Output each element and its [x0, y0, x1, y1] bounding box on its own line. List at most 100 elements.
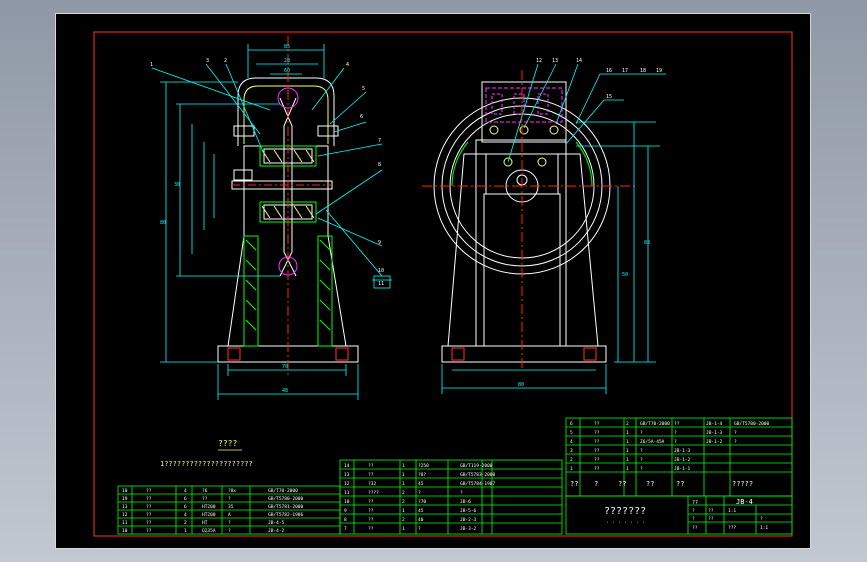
cad-viewport[interactable]: 85 28 60 80 30 70 48 1 3 2 4 5 6 7 8 9 1…: [55, 13, 811, 549]
left-leaders: [151, 63, 392, 289]
table-cell: GB/T5782-1986: [268, 512, 304, 518]
balloon: 7: [378, 138, 381, 144]
table-cell: 1: [570, 466, 573, 472]
table-cell: GB/T5783-2000: [460, 472, 496, 478]
table-cell: 1: [402, 481, 405, 487]
parts-table-mid: [339, 459, 563, 535]
table-cell: ??: [368, 517, 374, 523]
table-cell: 1: [184, 528, 187, 534]
table-cell: 1: [402, 472, 405, 478]
table-cell: HT: [202, 520, 208, 526]
drawing-name-sub: · · · · · · ·: [606, 520, 645, 526]
balloon: 5: [362, 86, 365, 92]
balloon: 14: [576, 58, 582, 64]
right-base-plate: [441, 345, 607, 363]
table-cell: ??: [368, 499, 374, 505]
table-cell: 1: [402, 508, 405, 514]
header-cell: ?: [594, 480, 598, 488]
table-cell: JB-1-3: [706, 430, 723, 436]
table-cell: GB/T70-2000: [640, 421, 670, 427]
table-cell: 13: [122, 504, 128, 510]
table-cell: ?: [674, 439, 677, 445]
right-dimensions: [441, 121, 660, 394]
right-leaders: [507, 63, 666, 163]
balloon: 8: [378, 162, 381, 168]
table-cell: 1: [626, 457, 629, 463]
technical-notes: ???? 1?????????????????????: [160, 439, 253, 468]
table-cell: ??: [146, 520, 152, 526]
tb-cell: ??: [692, 525, 698, 531]
dim-label: 80: [518, 382, 524, 388]
table-cell: ??: [368, 463, 374, 469]
table-cell: 10: [122, 528, 128, 534]
table-cell: 10: [122, 488, 128, 494]
notes-title: ????: [218, 439, 237, 448]
left-section-view: [217, 36, 359, 376]
right-front-view: [422, 70, 636, 368]
table-cell: ??: [594, 466, 600, 472]
balloon: 6: [360, 114, 363, 120]
balloon: 18: [640, 68, 646, 74]
table-cell: 45: [418, 508, 424, 514]
table-cell: ?: [418, 490, 421, 496]
dim-label: 30: [174, 182, 180, 188]
balloon: 19: [656, 68, 662, 74]
table-cell: ??: [146, 528, 152, 534]
table-cell: ??: [202, 496, 208, 502]
dim-label: 50: [622, 272, 628, 278]
table-cell: 1: [402, 463, 405, 469]
table-cell: JB-1-3: [674, 448, 691, 454]
table-cell: ?: [228, 496, 231, 502]
left-top-housing: [237, 77, 335, 146]
table-cell: JB-1-1: [674, 466, 691, 472]
tb-cell: 1:1: [728, 508, 736, 514]
table-cell: ??: [146, 504, 152, 510]
table-cell: ?6: [202, 488, 208, 494]
table-cell: ?: [228, 528, 231, 534]
table-cell: 1: [626, 430, 629, 436]
table-cell: 8: [344, 517, 347, 523]
title-block: [565, 495, 793, 535]
table-cell: 2: [402, 499, 405, 505]
balloon: 3: [206, 58, 209, 64]
notes-line: 1?????????????????????: [160, 460, 253, 468]
balloon: 9: [378, 240, 381, 246]
table-cell: 4: [570, 439, 573, 445]
table-cell: 35: [228, 504, 234, 510]
table-cell: HT200: [202, 512, 216, 518]
header-cell: ??: [646, 480, 654, 488]
table-cell: GB/T119-2000: [460, 463, 493, 469]
table-cell: 12: [122, 512, 128, 518]
table-cell: ?: [640, 466, 643, 472]
table-cell: JB-6: [460, 499, 471, 505]
table-cell: 11: [122, 520, 128, 526]
table-cell: ??: [594, 457, 600, 463]
balloon: 15: [606, 94, 612, 100]
table-cell: ????: [368, 490, 379, 496]
table-cell: JB-4-5: [268, 520, 285, 526]
table-cell: JB-3-2: [460, 526, 477, 532]
table-cell: ?: [640, 430, 643, 436]
table-cell: 5: [570, 430, 573, 436]
right-body-outline: [447, 153, 599, 347]
table-cell: 4: [184, 488, 187, 494]
table-cell: ?: [734, 430, 737, 436]
table-cell: ??: [594, 439, 600, 445]
table-cell: GB/T5784-1987: [460, 481, 496, 487]
table-cell: ?: [460, 490, 463, 496]
table-cell: ??: [594, 430, 600, 436]
dim-label: 60: [284, 68, 290, 74]
cad-drawing: 85 28 60 80 30 70 48 1 3 2 4 5 6 7 8 9 1…: [93, 31, 793, 537]
left-dimensions: [160, 44, 359, 400]
scale-label: ??: [692, 500, 698, 506]
table-cell: 1: [626, 448, 629, 454]
table-cell: GB/T5780-2000: [734, 421, 770, 427]
table-cell: 1: [626, 466, 629, 472]
table-cell: 4: [184, 512, 187, 518]
tb-cell: ?: [692, 516, 695, 522]
table-cell: ?: [418, 526, 421, 532]
header-cell: ??: [618, 480, 626, 488]
tb-cell: 1:1: [760, 525, 768, 531]
